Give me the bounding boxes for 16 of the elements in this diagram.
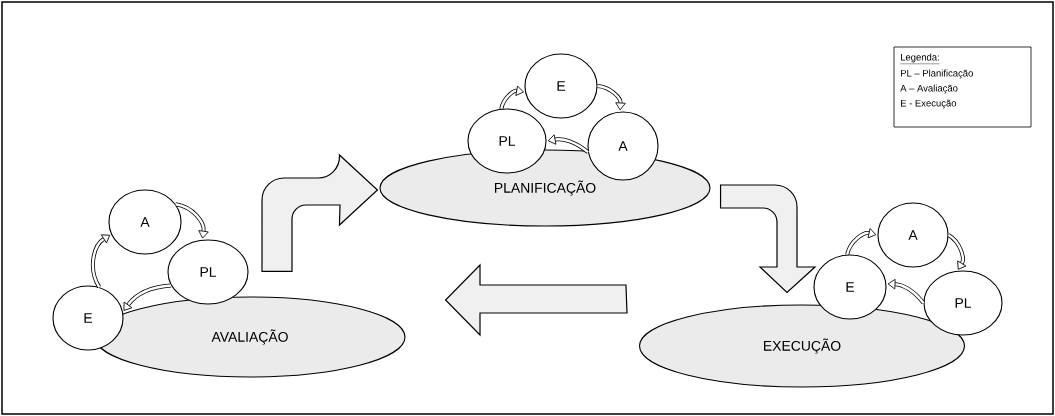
block-arrow	[719, 184, 816, 294]
arrow	[123, 283, 172, 311]
arrow	[947, 233, 967, 270]
arrow	[845, 228, 877, 256]
block-arrow	[444, 263, 628, 337]
arrow	[547, 134, 590, 154]
legend-entry: PL – Planificação	[901, 69, 973, 79]
legend-entry: E - Execução	[901, 99, 957, 109]
arrow	[597, 84, 626, 111]
legend-title: Legenda:	[900, 53, 940, 64]
legend-entry: A – Avaliação	[900, 84, 958, 94]
arrow	[887, 278, 925, 305]
arrow	[175, 202, 209, 239]
arrow	[91, 234, 111, 289]
block-arrow	[261, 154, 379, 273]
arrow	[499, 85, 524, 110]
